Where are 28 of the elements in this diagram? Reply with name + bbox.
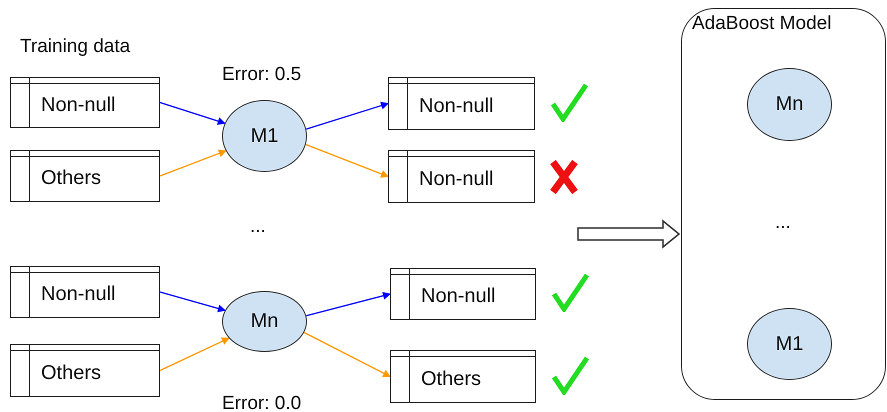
arrow bbox=[306, 102, 389, 130]
ellipsis-label: ... bbox=[775, 212, 791, 234]
model-panel bbox=[681, 8, 886, 400]
panel-title: AdaBoost Model bbox=[692, 13, 832, 35]
record-box: Non-null bbox=[10, 77, 160, 128]
record-box: Non-null bbox=[10, 266, 160, 318]
record-box: Others bbox=[390, 350, 536, 403]
model-ellipse: Mn bbox=[222, 291, 307, 352]
record-box: Others bbox=[10, 344, 160, 397]
arrow bbox=[306, 144, 389, 178]
model-ellipse: Mn bbox=[747, 68, 832, 141]
arrow bbox=[160, 338, 230, 372]
error-label: Error: 0.0 bbox=[222, 393, 302, 412]
record-box: Others bbox=[10, 150, 160, 202]
arrow bbox=[306, 292, 391, 316]
record-box: Non-null bbox=[388, 150, 535, 203]
record-box: Non-null bbox=[388, 77, 535, 130]
record-box: Non-null bbox=[390, 268, 536, 320]
section-label: Training data bbox=[20, 36, 130, 58]
model-ellipse: M1 bbox=[747, 308, 832, 380]
block-arrow bbox=[577, 219, 680, 249]
arrow bbox=[160, 102, 226, 125]
arrow bbox=[160, 291, 226, 312]
model-ellipse: M1 bbox=[222, 100, 307, 172]
ellipsis-label: ... bbox=[250, 216, 266, 238]
error-label: Error: 0.5 bbox=[222, 64, 302, 86]
arrow bbox=[160, 150, 227, 177]
arrow bbox=[304, 332, 391, 378]
